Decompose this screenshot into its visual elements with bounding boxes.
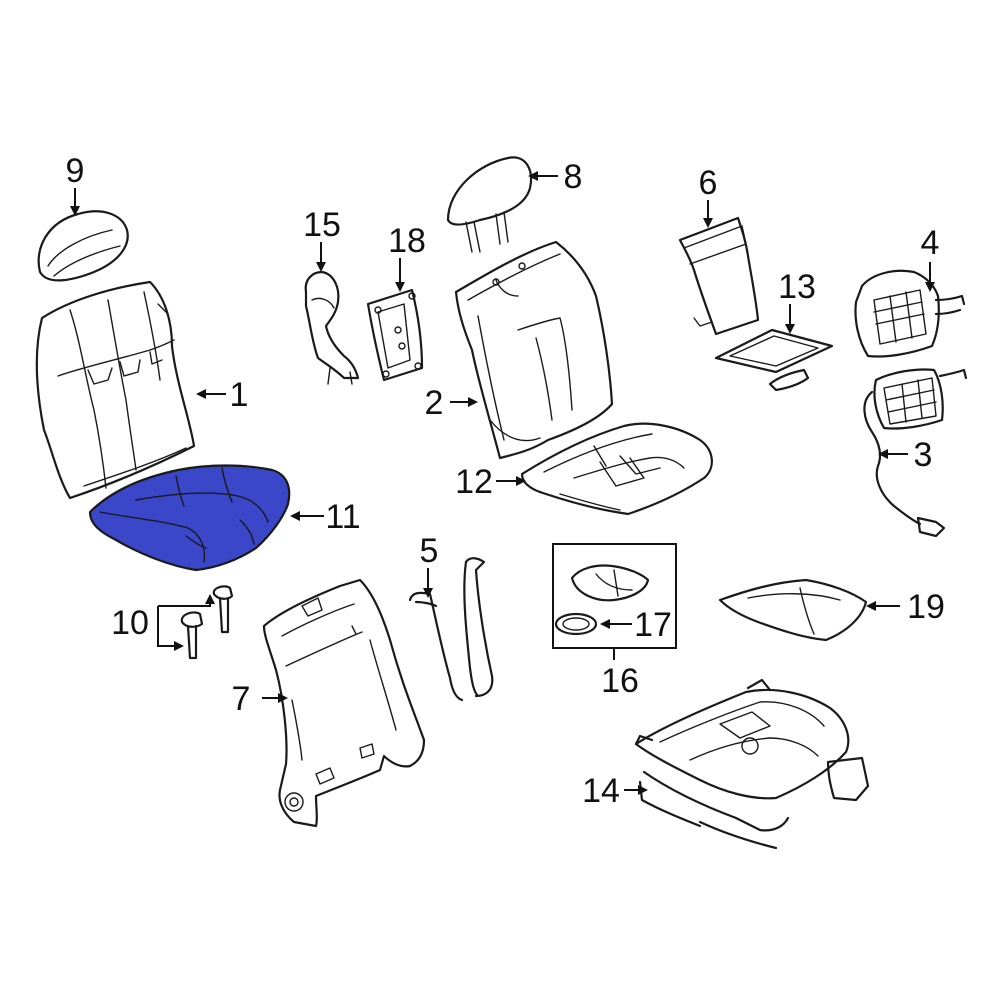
part-11-seat-cushion-cover[interactable] [88, 464, 291, 572]
part-13-heater-mat[interactable] [714, 328, 834, 392]
part-4-lumbar-module[interactable] [854, 269, 966, 358]
part-10-bolts[interactable] [180, 585, 234, 660]
part-3-lumbar-harness[interactable] [863, 368, 968, 538]
callout-18: 18 [388, 222, 426, 260]
part-8-headrest[interactable] [446, 156, 533, 253]
part-2-seat-back-pad[interactable] [454, 240, 614, 460]
part-5-wire-rods[interactable] [408, 557, 494, 702]
leader-10a [158, 594, 215, 607]
part-19-cushion-insert[interactable] [718, 578, 868, 642]
callout-13: 13 [778, 268, 816, 306]
callout-3: 3 [914, 436, 933, 474]
callout-17: 17 [634, 606, 672, 644]
callout-4: 4 [921, 224, 940, 262]
part-14-seat-track[interactable] [634, 678, 870, 850]
part-1-seat-back-cover[interactable] [35, 280, 196, 500]
part-9-headrest[interactable] [37, 210, 129, 282]
callout-labels: 9 1 11 10 7 5 15 18 8 2 12 6 13 4 3 17 1… [66, 152, 945, 810]
callout-15: 15 [303, 206, 341, 244]
callout-19: 19 [907, 588, 945, 626]
callout-1: 1 [230, 376, 249, 414]
part-7-seat-back-frame[interactable] [262, 578, 426, 828]
callout-11: 11 [325, 498, 360, 536]
leader-lines [70, 171, 935, 795]
callout-16: 16 [601, 662, 639, 700]
leader-10b [157, 606, 184, 651]
part-6-trim-panel[interactable] [678, 216, 760, 336]
part-18-mounting-plate[interactable] [366, 288, 424, 382]
callout-14: 14 [582, 772, 620, 810]
part-17-ring-seal[interactable] [554, 612, 598, 636]
part-12-seat-cushion-pad[interactable] [520, 422, 713, 516]
callout-10: 10 [111, 604, 149, 642]
callout-5: 5 [420, 532, 439, 570]
callout-12: 12 [455, 463, 493, 501]
callout-6: 6 [699, 164, 718, 202]
callout-9: 9 [66, 152, 85, 190]
callout-2: 2 [425, 384, 444, 422]
part-15-recliner-bracket[interactable] [304, 270, 360, 385]
callout-8: 8 [564, 158, 583, 196]
callout-7: 7 [232, 680, 251, 718]
